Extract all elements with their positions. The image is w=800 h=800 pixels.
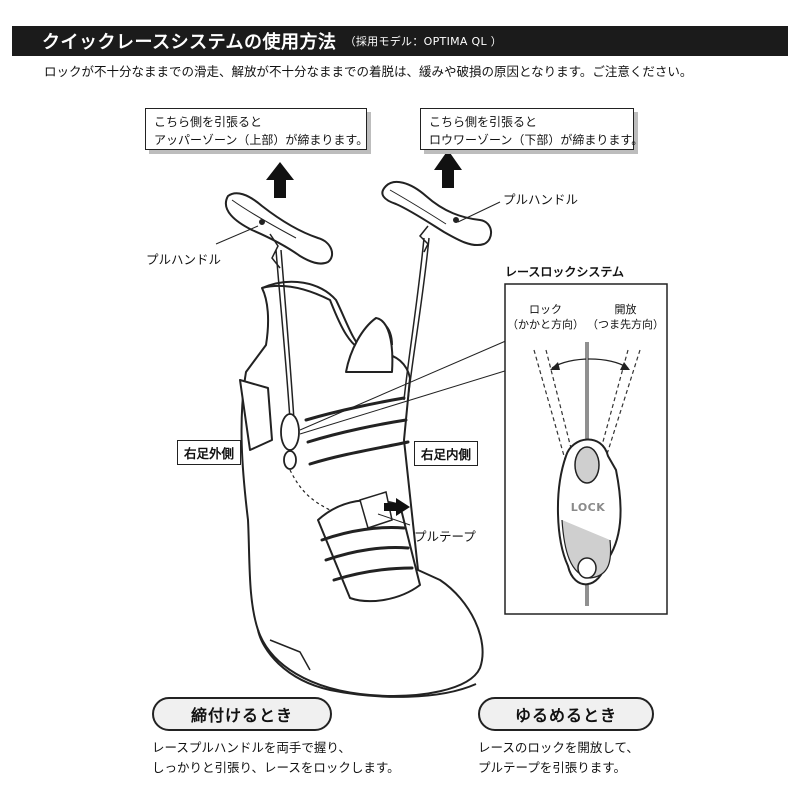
lock-direction-label: ロック （かかと方向） xyxy=(507,302,584,332)
right-arrow-icon xyxy=(384,498,410,516)
leader-lines xyxy=(215,201,509,526)
release-direction-label: 開放 （つま先方向） xyxy=(587,302,664,332)
pull-cords xyxy=(275,237,430,421)
inner-side-label: 右足内側 xyxy=(414,441,479,466)
lower-laces xyxy=(320,526,414,582)
release-label-line1: 開放 xyxy=(614,303,637,316)
page-subtitle: （採用モデル：OPTIMA QL ） xyxy=(344,35,503,48)
loosen-line1: レースのロックを開放して、 xyxy=(478,740,639,755)
loosen-line2: プルテープを引張ります。 xyxy=(478,760,627,775)
boot-lock-module xyxy=(280,413,300,470)
pull-handle-left-label: プルハンドル xyxy=(146,252,222,267)
tighten-line1: レースプルハンドルを両手で握り、 xyxy=(152,740,351,755)
caution-notice: ロックが不十分なままでの滑走、解放が不十分なままでの着脱は、緩みや破損の原因とな… xyxy=(44,64,693,79)
upper-zone-callout: こちら側を引張ると アッパーゾーン（上部）が締まります。 xyxy=(145,108,369,150)
loosen-instructions: レースのロックを開放して、 プルテープを引張ります。 xyxy=(478,738,639,778)
upper-callout-line1: こちら側を引張ると xyxy=(154,115,263,129)
outer-side-label: 右足外側 xyxy=(177,440,242,465)
boot-shape xyxy=(239,280,484,698)
lock-system-title: レースロックシステム xyxy=(505,265,625,279)
release-label-line2: （つま先方向） xyxy=(587,318,664,331)
page-title: クイックレースシステムの使用方法 xyxy=(42,32,337,53)
tighten-instructions: レースプルハンドルを両手で握り、 しっかりと引張り、レースをロックします。 xyxy=(152,738,400,778)
pull-handle-right-label: プルハンドル xyxy=(503,192,579,207)
pull-handle-right-icon xyxy=(381,180,492,253)
lock-label-line2: （かかと方向） xyxy=(507,318,584,331)
pull-handle-left-icon xyxy=(225,192,334,269)
lower-callout-line2: ロウワーゾーン（下部）が締まります。 xyxy=(429,133,644,147)
tighten-heading: 締付けるとき xyxy=(152,697,332,731)
pull-tape xyxy=(359,491,393,529)
tighten-line2: しっかりと引張り、レースをロックします。 xyxy=(152,760,400,775)
lock-detail-panel xyxy=(504,283,668,615)
loosen-heading: ゆるめるとき xyxy=(478,697,654,731)
up-arrow-left-icon xyxy=(266,162,294,198)
lock-label-line1: ロック xyxy=(529,303,562,316)
title-bar: クイックレースシステムの使用方法 （採用モデル：OPTIMA QL ） xyxy=(12,26,788,56)
up-arrow-right-icon xyxy=(434,150,462,188)
lower-zone-callout: こちら側を引張ると ロウワーゾーン（下部）が締まります。 xyxy=(420,108,644,150)
pull-tape-label: プルテープ xyxy=(414,529,476,544)
lower-callout-line1: こちら側を引張ると xyxy=(429,115,538,129)
upper-callout-line2: アッパーゾーン（上部）が締まります。 xyxy=(154,133,369,147)
upper-laces xyxy=(304,396,410,466)
lock-engraving: LOCK xyxy=(570,501,606,514)
